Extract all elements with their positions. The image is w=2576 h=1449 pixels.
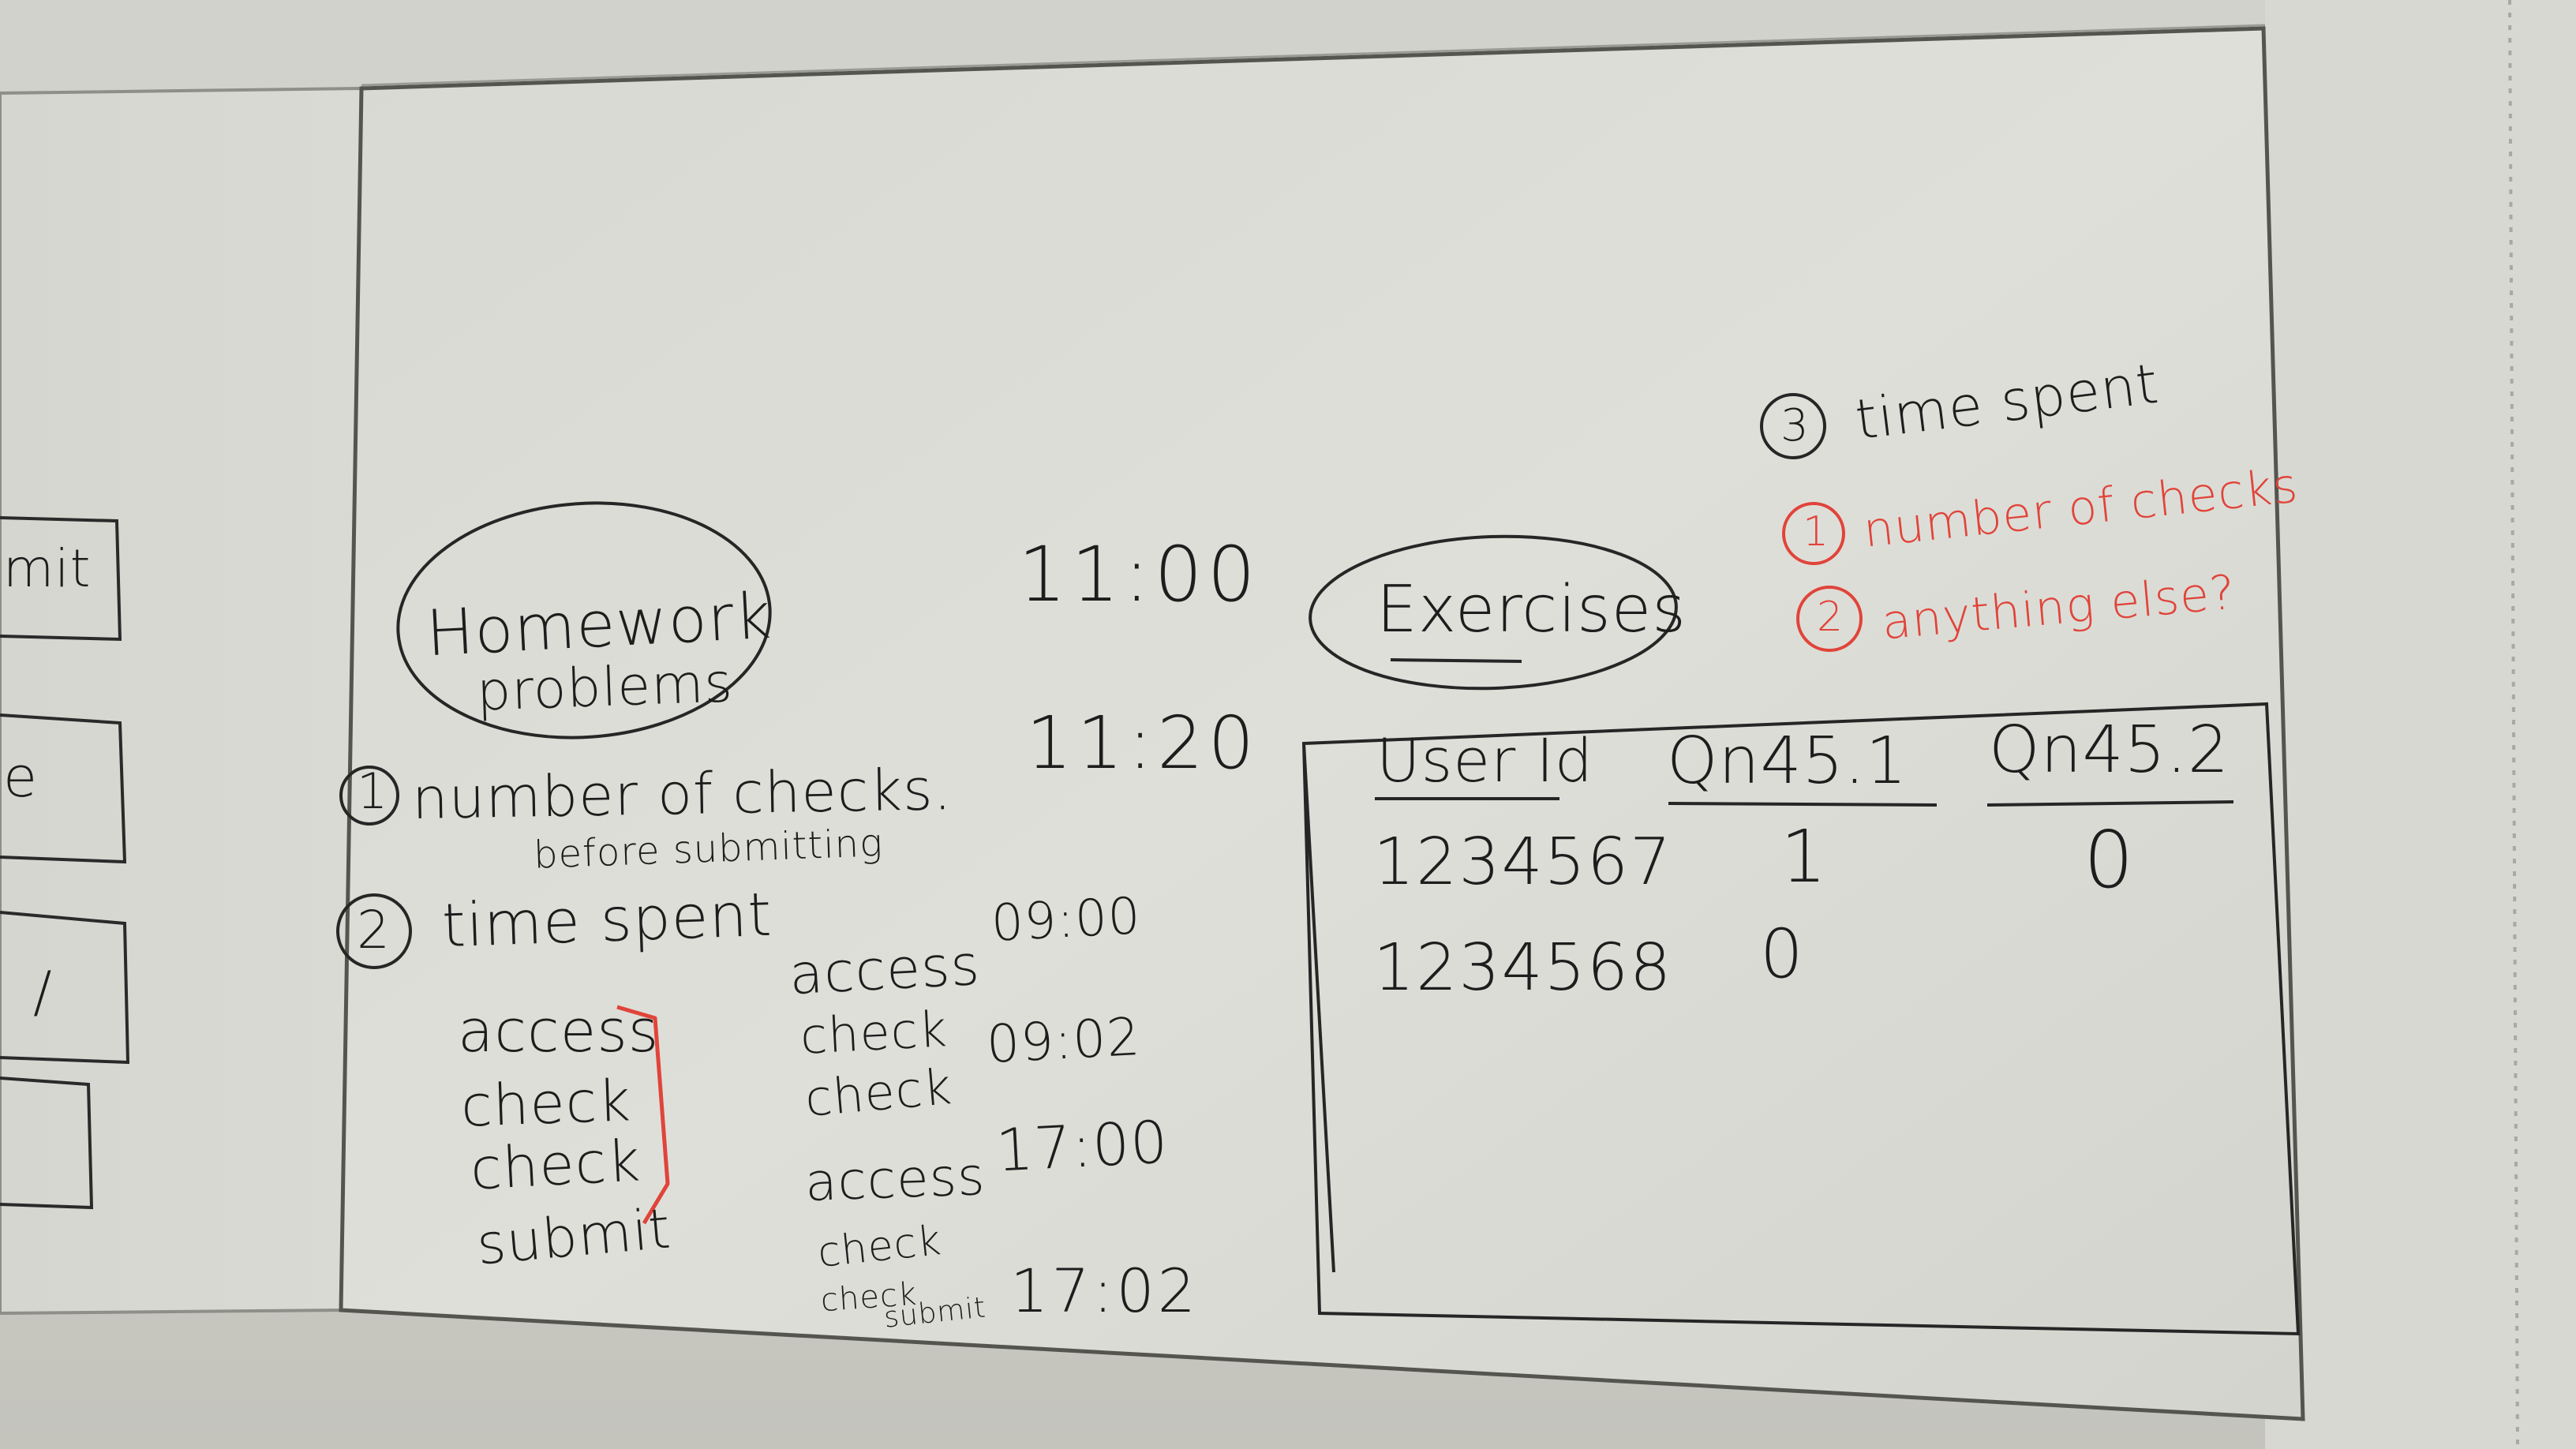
event-5-label: check	[815, 1216, 944, 1278]
table-row-1-user-id: 1234567	[1373, 825, 1673, 900]
sequence-step-2: check	[459, 1067, 633, 1140]
item3-circle	[1760, 393, 1826, 459]
left-box-4	[0, 1076, 94, 1210]
homework-title-circle	[396, 501, 772, 739]
left-fragment-3: /	[33, 960, 53, 1024]
event-2-label: check	[799, 1000, 949, 1065]
header-underline-2	[1668, 802, 1938, 807]
wall-right	[2265, 0, 2576, 1449]
sequence-step-4: submit	[474, 1196, 674, 1278]
main-whiteboard	[339, 26, 2305, 1421]
exercises-title: Exercises	[1376, 572, 1687, 647]
left-box-1	[0, 516, 122, 642]
item2-number: 2	[357, 900, 391, 960]
left-whiteboard	[0, 86, 364, 1316]
red-item1-number: 1	[1803, 508, 1830, 556]
exercises-title-circle	[1309, 534, 1678, 691]
time-b: 11:20	[1026, 701, 1260, 785]
board-frame-top	[361, 24, 2266, 87]
item1-text: number of checks.	[411, 756, 953, 832]
item1-subtext: before submitting	[533, 821, 884, 878]
table-row-1-q2: 0	[2084, 814, 2135, 906]
event-7-time: 17:02	[1010, 1256, 1200, 1326]
event-3-time: 09:02	[985, 1005, 1143, 1076]
event-4-time: 17:00	[994, 1108, 1170, 1185]
red-item1-circle	[1782, 502, 1845, 565]
item3-number: 3	[1780, 400, 1810, 451]
left-box-2	[0, 713, 127, 864]
homework-title-line2: problems	[475, 652, 735, 724]
time-a: 11:00	[1018, 530, 1260, 619]
table-header-user-id: User Id	[1376, 725, 1594, 796]
item2-text: time spent	[440, 878, 773, 961]
exercises-table-box	[1301, 702, 2301, 1336]
table-row-2-q1: 0	[1760, 915, 1804, 994]
event-4-label: access	[803, 1146, 987, 1213]
table-header-q1: Qn45.1	[1667, 724, 1908, 799]
red-item2-number: 2	[1817, 593, 1844, 641]
item2-circle	[336, 893, 412, 969]
item1-number: 1	[357, 762, 389, 820]
sequence-step-1: access	[458, 998, 660, 1065]
event-1-time: 09:00	[990, 887, 1143, 953]
left-fragment-1: mit	[3, 538, 92, 599]
table-row-2-user-id: 1234568	[1373, 930, 1673, 1005]
table-header-q2: Qn45.2	[1989, 713, 2230, 788]
left-box-3	[0, 911, 130, 1065]
sequence-bracket	[616, 1005, 670, 1225]
sequence-step-3: check	[468, 1127, 642, 1203]
table-row-1-q1: 1	[1780, 814, 1828, 899]
red-item2-circle	[1796, 586, 1863, 652]
event-1-label: access	[788, 932, 982, 1008]
wall-edge-line	[2508, 0, 2519, 1449]
item1-circle	[339, 766, 399, 826]
exercises-underline	[1390, 658, 1522, 663]
header-underline-3	[1986, 800, 2234, 807]
event-3-label: check	[803, 1058, 955, 1128]
left-fragment-2: e	[3, 745, 39, 810]
